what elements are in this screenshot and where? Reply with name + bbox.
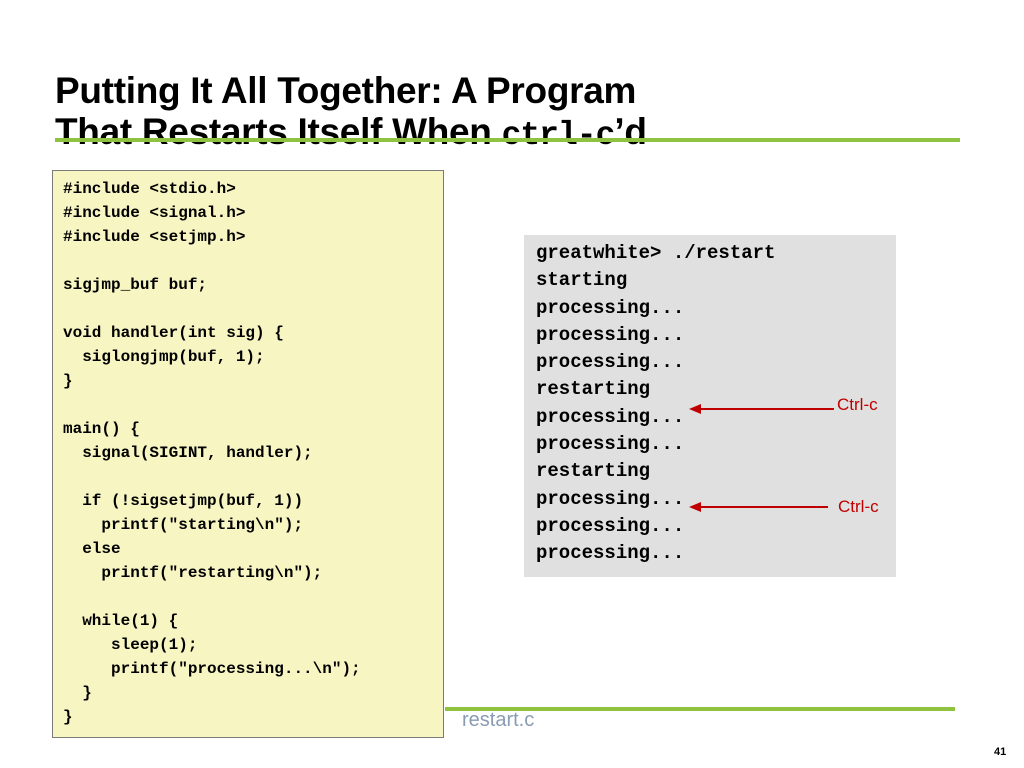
code-line: siglongjmp(buf, 1); [63, 348, 265, 366]
title-underline-rule [55, 138, 960, 142]
code-line [63, 393, 443, 417]
source-code-box: #include <stdio.h> #include <signal.h> #… [52, 170, 444, 738]
footer-rule [445, 707, 955, 711]
code-line: #include <stdio.h> [63, 180, 236, 198]
terminal-line: processing... [536, 296, 685, 319]
code-line: void handler(int sig) { [63, 324, 284, 342]
code-line: printf("restarting\n"); [63, 564, 323, 582]
page-number: 41 [994, 746, 1007, 758]
title-line-2-prefix: That Restarts Itself When [55, 111, 502, 152]
terminal-line: processing... [536, 542, 685, 565]
terminal-line: restarting [536, 378, 651, 401]
code-line: } [63, 708, 73, 726]
code-line: } [63, 372, 73, 390]
code-line: sleep(1); [63, 636, 198, 654]
code-line: #include <signal.h> [63, 204, 246, 222]
ctrl-c-label-2: Ctrl-c [838, 497, 879, 516]
terminal-line: processing... [536, 514, 685, 537]
code-line [63, 249, 443, 273]
code-line: printf("starting\n"); [63, 516, 304, 534]
code-line: main() { [63, 420, 140, 438]
title-line-2-suffix: ’d [614, 111, 647, 152]
terminal-line: processing... [536, 323, 685, 346]
code-line: if (!sigsetjmp(buf, 1)) [63, 492, 304, 510]
slide-title: Putting It All Together: A Program That … [55, 70, 647, 156]
code-line [63, 585, 443, 609]
code-line: signal(SIGINT, handler); [63, 444, 313, 462]
terminal-line: processing... [536, 487, 685, 510]
code-line: else [63, 540, 121, 558]
code-line [63, 297, 443, 321]
terminal-line: starting [536, 269, 628, 292]
code-line: #include <setjmp.h> [63, 228, 246, 246]
terminal-line: processing... [536, 433, 685, 456]
terminal-line: restarting [536, 460, 651, 483]
terminal-line: greatwhite> ./restart [536, 242, 776, 264]
code-line [63, 465, 443, 489]
ctrl-c-label-1: Ctrl-c [837, 395, 878, 414]
code-line: } [63, 684, 92, 702]
file-caption: restart.c [462, 709, 535, 731]
title-line-2-code: ctrl-c [501, 117, 616, 154]
terminal-output-box: greatwhite> ./restart starting processin… [524, 235, 896, 577]
title-line-1: Putting It All Together: A Program [55, 70, 637, 111]
terminal-line: processing... [536, 351, 685, 374]
terminal-line: processing... [536, 405, 685, 428]
code-line: printf("processing...\n"); [63, 660, 361, 678]
code-line: sigjmp_buf buf; [63, 276, 208, 294]
code-line: while(1) { [63, 612, 179, 630]
